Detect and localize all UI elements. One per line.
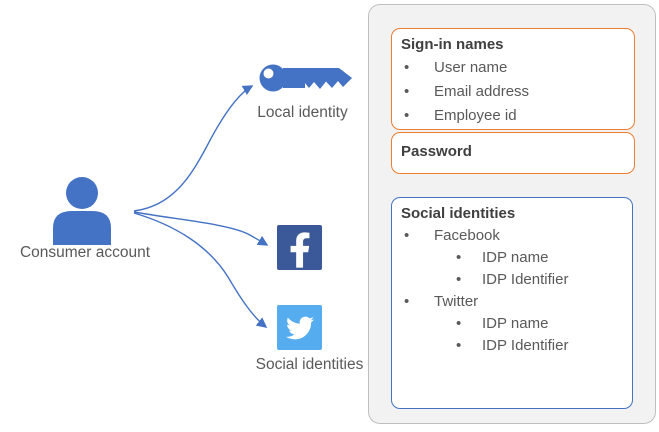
- facebook-f-glyph: [290, 232, 309, 268]
- twitter-bird-glyph: [285, 316, 314, 339]
- signin-names-list: User name Email address Employee id: [392, 56, 634, 128]
- list-item: Twitter: [392, 291, 632, 313]
- consumer-account-label: Consumer account: [19, 244, 151, 261]
- list-item: IDP Identifier: [392, 269, 632, 291]
- social-identities-list: Facebook IDP name IDP Identifier Twitter…: [392, 225, 632, 357]
- arrow-to-facebook: [133, 211, 269, 246]
- social-identities-label: Social identities: [255, 356, 364, 373]
- signin-names-title: Sign-in names: [401, 36, 504, 53]
- twitter-icon: [277, 305, 322, 350]
- password-box: Password: [391, 132, 635, 174]
- list-item: IDP name: [392, 313, 632, 335]
- list-item: Email address: [392, 80, 634, 104]
- key-icon: [259, 64, 352, 92]
- signin-names-box: Sign-in names User name Email address Em…: [391, 28, 635, 130]
- password-title: Password: [401, 143, 472, 160]
- list-item: Employee id: [392, 104, 634, 128]
- person-icon: [53, 177, 111, 245]
- list-item: Facebook: [392, 225, 632, 247]
- arrow-to-local-identity: [133, 85, 254, 212]
- attributes-panel: Sign-in names User name Email address Em…: [368, 4, 656, 424]
- list-item: User name: [392, 56, 634, 80]
- social-identities-box: Social identities Facebook IDP name IDP …: [391, 197, 633, 409]
- list-item: IDP Identifier: [392, 335, 632, 357]
- arrow-to-twitter: [133, 212, 268, 328]
- social-identities-title: Social identities: [401, 205, 516, 222]
- facebook-icon: [277, 225, 322, 270]
- list-item: IDP name: [392, 247, 632, 269]
- local-identity-label: Local identity: [257, 104, 348, 121]
